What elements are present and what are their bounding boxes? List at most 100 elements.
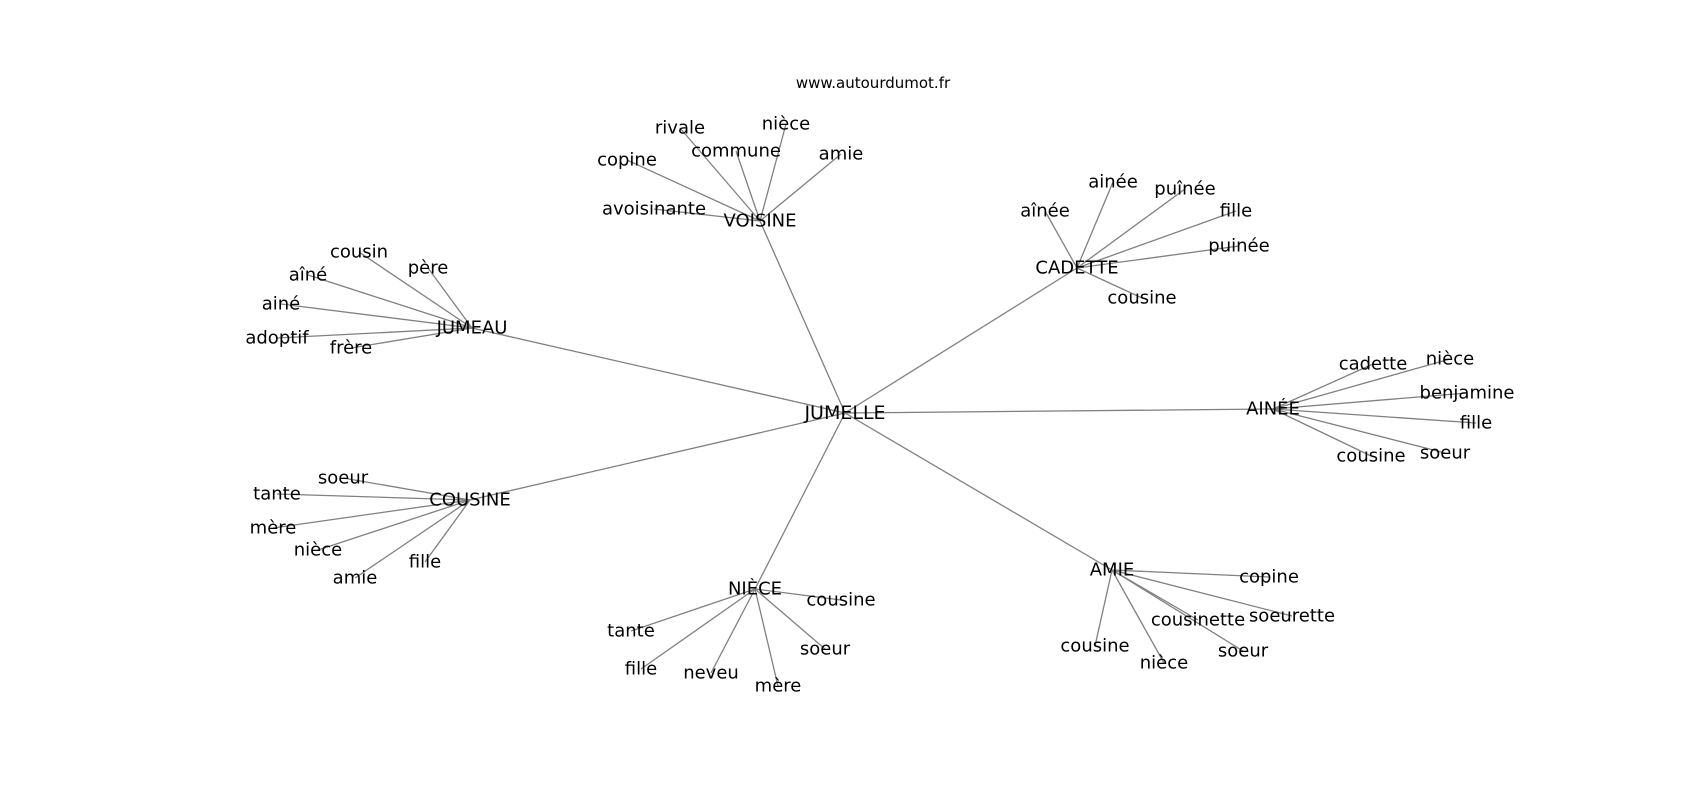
center-word[interactable]: JUMELLE: [803, 402, 885, 424]
leaf-word-amie-3[interactable]: soeur: [1218, 641, 1269, 662]
leaf-word-cousine-2[interactable]: mère: [250, 518, 297, 539]
leaf-word-voisine-3[interactable]: copine: [597, 150, 657, 171]
leaf-word-cadette-5[interactable]: cousine: [1107, 288, 1176, 309]
leaf-word-voisine-1[interactable]: commune: [691, 141, 781, 162]
leaf-word-jumeau-5[interactable]: frère: [330, 338, 373, 359]
edge-cousine-leaf-5: [354, 499, 471, 579]
edge-niece-leaf-1: [630, 588, 756, 632]
leaf-word-cousine-1[interactable]: tante: [253, 484, 301, 505]
hub-word-cousine[interactable]: COUSINE: [429, 490, 510, 511]
edge-voisine-leaf-4: [759, 153, 842, 222]
leaf-word-voisine-2[interactable]: nièce: [762, 114, 810, 135]
edge-amie-leaf-5: [1111, 569, 1165, 664]
leaf-word-cadette-3[interactable]: fille: [1220, 201, 1252, 222]
edge-cousine-leaf-2: [272, 499, 471, 529]
watermark-text: www.autourdumot.fr: [796, 74, 951, 92]
leaf-word-amie-5[interactable]: nièce: [1140, 653, 1188, 674]
leaf-word-cousine-4[interactable]: fille: [409, 552, 441, 573]
leaf-word-ainee-5[interactable]: cousine: [1336, 446, 1405, 467]
hub-word-niece[interactable]: NIÈCE: [728, 578, 782, 600]
edge-voisine-leaf-1: [735, 150, 761, 222]
hub-word-voisine[interactable]: VOISINE: [723, 211, 796, 232]
edge-ainee-leaf-2: [1272, 392, 1468, 410]
leaf-word-cousine-5[interactable]: amie: [333, 568, 378, 589]
edge-cadette-leaf-5: [1076, 267, 1143, 299]
leaf-word-niece-2[interactable]: soeur: [800, 639, 851, 660]
leaf-word-jumeau-2[interactable]: père: [408, 258, 449, 279]
hub-word-cadette[interactable]: CADETTE: [1035, 258, 1118, 279]
edge-center-cousine: [469, 412, 846, 501]
leaf-word-jumeau-0[interactable]: cousin: [330, 242, 388, 263]
leaf-word-ainee-4[interactable]: soeur: [1420, 443, 1471, 464]
leaf-word-niece-3[interactable]: fille: [625, 659, 657, 680]
edge-jumeau-leaf-0: [358, 251, 473, 329]
leaf-word-niece-1[interactable]: tante: [607, 621, 655, 642]
edge-cousine-leaf-1: [276, 493, 471, 501]
edge-ainee-leaf-4: [1272, 408, 1446, 454]
edge-niece-leaf-0: [754, 588, 842, 601]
edge-amie-leaf-3: [1111, 569, 1244, 652]
edge-cadette-leaf-2: [1076, 188, 1186, 269]
leaf-word-cousine-3[interactable]: nièce: [294, 540, 342, 561]
edge-jumeau-leaf-5: [350, 327, 473, 349]
leaf-word-cadette-2[interactable]: puînée: [1154, 179, 1215, 200]
edge-amie-leaf-1: [1111, 569, 1293, 617]
leaf-word-ainee-0[interactable]: cadette: [1339, 354, 1408, 375]
leaf-word-cadette-0[interactable]: ainée: [1088, 172, 1138, 193]
leaf-word-voisine-5[interactable]: avoisinante: [602, 199, 706, 220]
edge-amie-leaf-0: [1111, 569, 1270, 578]
leaf-word-ainee-1[interactable]: nièce: [1426, 349, 1474, 370]
edge-voisine-leaf-2: [759, 123, 787, 222]
edge-cadette-leaf-4: [1076, 245, 1240, 269]
edge-cousine-leaf-0: [342, 477, 471, 501]
edge-voisine-leaf-5: [653, 208, 761, 222]
leaf-word-jumeau-1[interactable]: aîné: [289, 265, 328, 286]
edge-voisine-leaf-3: [626, 159, 761, 222]
edge-cadette-leaf-0: [1076, 181, 1114, 269]
edge-jumeau-leaf-2: [427, 267, 473, 329]
edge-jumeau-leaf-4: [276, 327, 473, 339]
edge-jumeau-leaf-3: [280, 303, 473, 329]
leaf-word-ainee-2[interactable]: benjamine: [1420, 383, 1515, 404]
leaf-word-jumeau-3[interactable]: ainé: [262, 294, 301, 315]
leaf-word-amie-0[interactable]: copine: [1239, 567, 1299, 588]
edge-jumeau-leaf-1: [307, 274, 473, 329]
leaf-word-ainee-3[interactable]: fille: [1460, 413, 1492, 434]
hub-word-ainee[interactable]: AINÉE: [1246, 398, 1300, 420]
hub-word-amie[interactable]: AMIE: [1090, 560, 1135, 581]
edge-center-amie: [844, 412, 1113, 571]
edge-cousine-leaf-3: [317, 499, 471, 551]
leaf-word-niece-5[interactable]: mère: [755, 676, 802, 697]
edge-voisine-leaf-0: [679, 127, 761, 222]
leaf-word-voisine-4[interactable]: amie: [819, 144, 864, 165]
edge-ainee-leaf-3: [1272, 408, 1477, 424]
leaf-word-voisine-0[interactable]: rivale: [655, 118, 705, 139]
edge-niece-leaf-5: [754, 588, 779, 687]
edges-layer: [272, 123, 1477, 687]
edge-amie-leaf-4: [1094, 569, 1113, 647]
leaf-word-niece-4[interactable]: neveu: [683, 663, 739, 684]
edge-cadette-leaf-3: [1076, 210, 1237, 269]
edge-niece-leaf-2: [754, 588, 826, 650]
edge-ainee-leaf-5: [1272, 408, 1372, 457]
leaf-word-amie-1[interactable]: soeurette: [1249, 606, 1335, 627]
hub-word-jumeau[interactable]: JUMEAU: [436, 318, 508, 339]
edge-center-cadette: [844, 267, 1078, 414]
leaf-word-jumeau-4[interactable]: adoptif: [245, 328, 309, 349]
leaf-word-amie-4[interactable]: cousine: [1060, 636, 1129, 657]
edge-niece-leaf-4: [710, 588, 756, 674]
edge-center-voisine: [759, 220, 846, 414]
leaf-word-cadette-4[interactable]: puinée: [1208, 236, 1269, 257]
leaf-word-cadette-1[interactable]: aînée: [1020, 201, 1070, 222]
leaf-word-niece-0[interactable]: cousine: [806, 590, 875, 611]
edge-niece-leaf-3: [640, 588, 756, 670]
edge-center-ainee: [844, 408, 1274, 414]
edge-cousine-leaf-4: [424, 499, 471, 563]
leaf-word-amie-2[interactable]: cousinette: [1151, 610, 1245, 631]
edge-center-jumeau: [471, 327, 846, 414]
edge-ainee-leaf-1: [1272, 358, 1451, 410]
edge-cadette-leaf-1: [1044, 210, 1078, 269]
leaf-word-cousine-0[interactable]: soeur: [318, 468, 369, 489]
